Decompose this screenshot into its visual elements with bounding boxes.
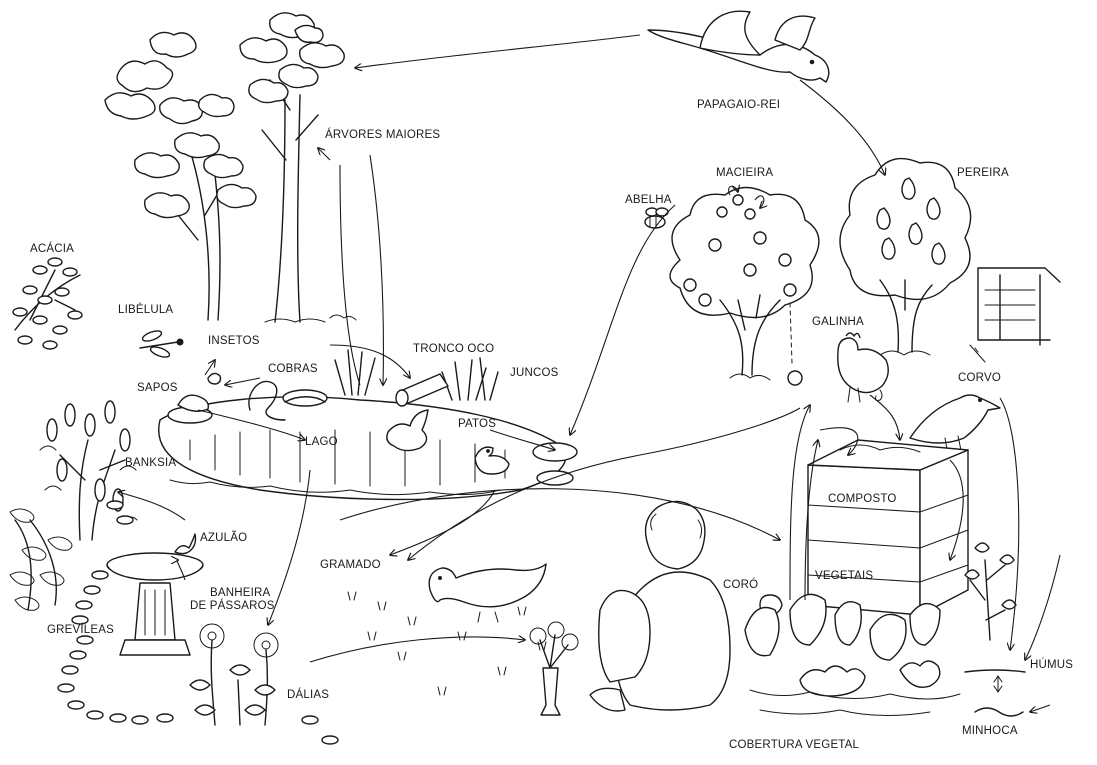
label-cobras: COBRAS [268,363,318,375]
label-papagaio-rei: PAPAGAIO-REI [697,99,780,111]
label-banksia: BANKSIA [125,457,176,469]
label-de-passaros: DE PÁSSAROS [190,599,275,612]
lawn-duck-illustration [348,564,546,695]
label-cobertura-vegetal: COBERTURA VEGETAL [729,739,860,751]
label-tronco-oco: TRONCO OCO [413,343,494,355]
flower-vase-illustration [530,622,578,715]
label-azulao: AZULÃO [200,531,247,544]
tall-trees-illustration [105,13,356,322]
label-banheira: BANHEIRA [210,587,271,599]
label-corvo: CORVO [958,372,1001,384]
label-insetos: INSETOS [208,335,260,347]
label-juncos: JUNCOS [510,367,559,379]
label-macieira: MACIEIRA [716,167,773,179]
tomato-plant-illustration [965,543,1016,640]
label-patos: PATOS [458,418,496,430]
label-minhoca: MINHOCA [962,725,1018,737]
dragonfly-illustration [140,329,183,359]
label-lago: LAGO [305,436,338,448]
hen-house-illustration [970,268,1060,362]
label-acacia: ACÁCIA [30,242,74,255]
label-sapos: SAPOS [137,382,178,394]
bird-bath-illustration [107,534,203,655]
king-parrot-illustration [648,11,829,82]
label-abelha: ABELHA [625,194,672,206]
grevillea-illustration [10,509,72,610]
label-arvores-maiores: ÁRVORES MAIORES [325,128,440,141]
label-libelula: LIBÉLULA [118,303,173,316]
label-gramado: GRAMADO [320,559,381,571]
seated-person-illustration [590,501,730,711]
label-vegetais: VEGETAIS [815,570,873,582]
humus-worm-illustration [965,670,1025,716]
label-pereira: PEREIRA [957,167,1009,179]
label-grevileas: GREVÍLEAS [47,623,114,636]
label-galinha: GALINHA [812,316,864,328]
acacia-illustration [13,258,82,349]
apple-tree-illustration [670,186,819,385]
hen-illustration [838,333,888,402]
dahlia-illustration [190,624,278,725]
label-humus: HÚMUS [1030,658,1073,671]
label-composto: COMPOSTO [828,493,896,505]
label-dalias: DÁLIAS [287,688,329,701]
label-coro: CORÓ [723,578,758,591]
